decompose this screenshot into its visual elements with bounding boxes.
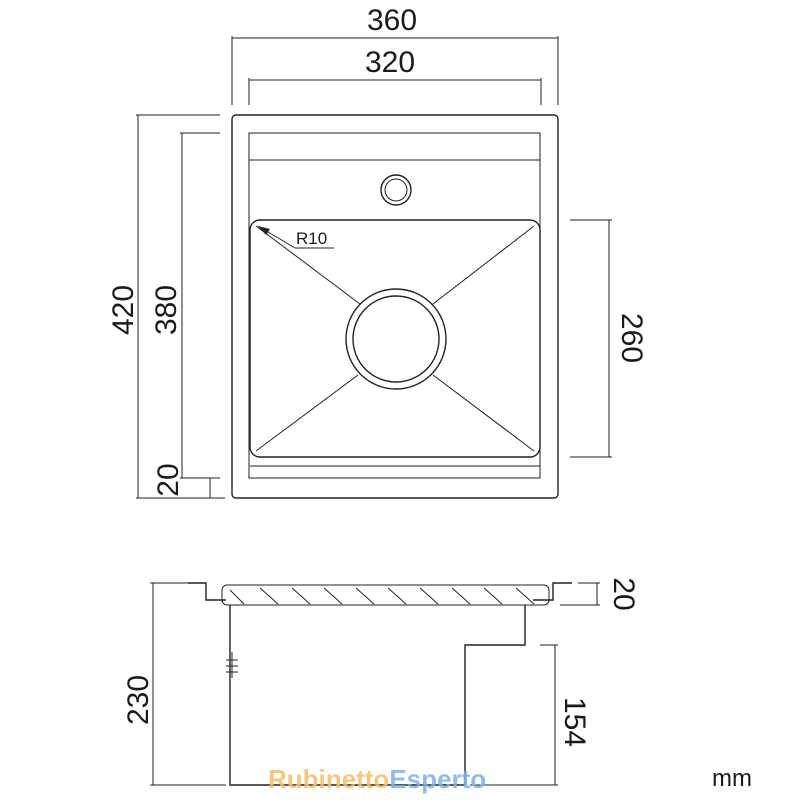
sink-inner-rim (248, 132, 541, 479)
watermark-part2: Esperto (389, 764, 486, 794)
dim-total-height: 230 (122, 675, 155, 725)
drain-outer (345, 288, 447, 390)
drain-line-tr (432, 225, 535, 305)
tap-hole (380, 174, 412, 206)
dim-outer-depth: 420 (107, 285, 140, 335)
tap-hole-inner (384, 178, 408, 202)
dim-inner-depth: 380 (150, 285, 183, 335)
rim-right-profile (533, 582, 572, 601)
countertop-section (221, 584, 550, 606)
watermark-logo: RubinettoEsperto (268, 764, 486, 794)
radius-arrow-icon (258, 226, 270, 235)
dim-ledge-height: 20 (607, 577, 640, 610)
dim-inner-width: 320 (365, 46, 415, 79)
bowl-profile (229, 605, 526, 786)
dim-rim-offset: 20 (152, 463, 185, 496)
drain-line-tl (255, 225, 361, 305)
side-view: 230 20 154 (122, 577, 640, 786)
dim-bowl-depth: 260 (615, 313, 648, 363)
drain-line-bl (255, 374, 359, 452)
drain-inner (352, 295, 440, 383)
dim-bowl-height: 154 (558, 697, 591, 747)
watermark-part1: Rubinetto (268, 764, 389, 794)
dim-outer-width: 360 (367, 4, 417, 37)
radius-label: R10 (296, 229, 327, 248)
sink-outer-rim (231, 114, 559, 499)
rim-left-profile (188, 582, 226, 601)
top-view: R10 360 320 420 380 20 260 (107, 4, 648, 499)
unit-label: mm (712, 765, 752, 792)
sink-bowl (249, 219, 541, 458)
drain-line-br (432, 374, 535, 452)
countertop-hatch (229, 587, 535, 605)
